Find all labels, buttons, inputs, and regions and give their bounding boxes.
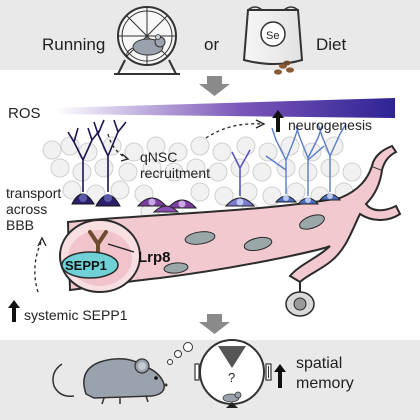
down-arrow-1-icon [199, 76, 230, 96]
spatial-maze-icon: ? [194, 339, 272, 408]
spatial-label: spatial [296, 355, 342, 372]
lrp8-receptor-icon [88, 230, 108, 254]
food-pellets-icon [274, 60, 294, 75]
ros-gradient-wedge [55, 98, 395, 118]
neurogenesis-dashed-arrow [205, 123, 263, 139]
endothelial-nuclei [163, 214, 325, 274]
up-arrow-neurogenesis-icon [272, 110, 284, 132]
transport-label-1: transport [6, 185, 61, 201]
ros-label: ROS [8, 105, 41, 122]
quiescent-stem-cells [67, 119, 127, 207]
transport-label-2: across [6, 201, 47, 217]
activated-stem-cell [224, 149, 256, 207]
recruited-stem-cells [136, 197, 198, 213]
neurogenesis-label: neurogenesis [288, 117, 372, 133]
top-band [0, 0, 420, 70]
running-label: Running [42, 35, 105, 54]
qnsc-label: qNSC [140, 149, 177, 165]
recruitment-dashed-arrow [107, 133, 127, 159]
recruitment-label: recruitment [140, 165, 210, 181]
maze-question-mark: ? [228, 370, 235, 385]
transport-dashed-arrow [34, 239, 43, 293]
diet-bag-icon: Se [242, 6, 304, 65]
lrp8-label: Lrp8 [138, 249, 171, 266]
new-neurons [265, 123, 347, 205]
transport-label-3: BBB [6, 217, 34, 233]
down-arrow-2-icon [199, 314, 230, 334]
vessel-branch-up [371, 144, 398, 171]
se-label: Se [266, 30, 279, 42]
up-arrow-memory-icon [274, 364, 286, 388]
sepp1-protein [61, 251, 119, 279]
memory-label: memory [296, 375, 354, 392]
blood-vessel [66, 164, 402, 292]
up-arrow-systemic-icon [8, 300, 20, 322]
or-label: or [204, 35, 219, 54]
sepp1-label: SEPP1 [65, 258, 107, 273]
pericyte-cell [285, 291, 315, 317]
diet-label: Diet [316, 35, 347, 54]
mouse-icon [52, 358, 168, 405]
systemic-sepp1-label: systemic SEPP1 [24, 307, 128, 323]
hamster-wheel-icon [114, 6, 180, 75]
lrp8-pointer [107, 243, 135, 253]
thought-bubbles-icon [167, 342, 193, 365]
